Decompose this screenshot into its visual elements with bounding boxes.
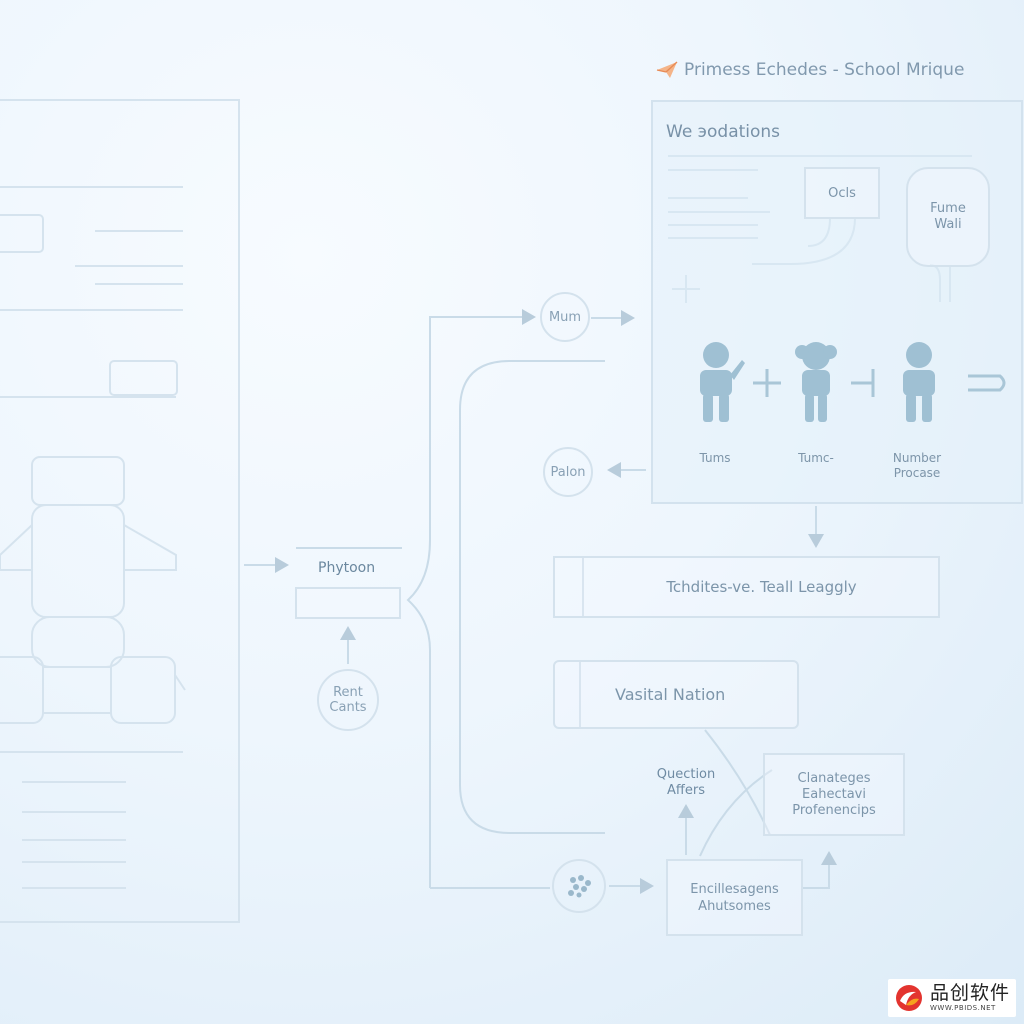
ocls-label: Ocls bbox=[828, 185, 856, 201]
person-icon-3 bbox=[903, 342, 935, 422]
rent-cants-node: Rent Cants bbox=[317, 669, 379, 731]
diagram-title: Primess Echedes - School Mrique bbox=[656, 60, 964, 80]
rent-cants-label: Rent Cants bbox=[329, 685, 367, 715]
dots-cluster-icon bbox=[568, 875, 591, 898]
ocls-box: Ocls bbox=[804, 167, 880, 219]
clanateges-label: Clanateges Eahectavi Profenencips bbox=[792, 770, 876, 818]
diagram-title-text: Primess Echedes - School Mrique bbox=[684, 60, 965, 80]
fume-wali-box: Fume Wali bbox=[906, 167, 990, 267]
mum-label: Mum bbox=[548, 309, 582, 325]
watermark-brand: 品创软件 bbox=[930, 982, 1011, 1004]
palon-node: Palon bbox=[543, 447, 593, 497]
implies-icon bbox=[968, 374, 1006, 392]
mum-node: Mum bbox=[540, 292, 590, 342]
vasital-nation-box: Vasital Nation bbox=[553, 660, 799, 729]
vasital-nation-label: Vasital Nation bbox=[615, 685, 726, 704]
left-document-frame bbox=[0, 99, 240, 923]
fume-wali-label: Fume Wali bbox=[930, 201, 966, 232]
brand-logo-icon bbox=[896, 985, 922, 1011]
person-icon-2 bbox=[795, 342, 837, 422]
phytoon-label: Phytoon bbox=[318, 560, 376, 576]
panel-title: We эodations bbox=[666, 122, 781, 142]
clanateges-box: Clanateges Eahectavi Profenencips bbox=[763, 753, 905, 836]
technique-bar-label: Tchdites-ve. Teall Leaggly bbox=[666, 578, 857, 596]
encilles-label: Encillesagens Ahutsomes bbox=[690, 881, 779, 914]
hub-node bbox=[552, 859, 606, 913]
watermark-url: WWW.PBIDS.NET bbox=[930, 1004, 996, 1012]
person-label-2: Tumc- bbox=[798, 451, 834, 465]
question-affers-label: Quection Affers bbox=[656, 767, 716, 798]
technique-bar: Tchdites-ve. Teall Leaggly bbox=[553, 556, 940, 618]
palon-label: Palon bbox=[550, 464, 586, 480]
person-icon-1 bbox=[700, 342, 745, 422]
person-label-3: Number Procase bbox=[892, 451, 942, 480]
paper-plane-icon bbox=[656, 61, 678, 78]
watermark: 品创软件 WWW.PBIDS.NET bbox=[888, 979, 1016, 1017]
phytoon-box bbox=[295, 587, 401, 619]
encilles-box: Encillesagens Ahutsomes bbox=[666, 859, 803, 936]
person-label-1: Tums bbox=[699, 451, 731, 465]
